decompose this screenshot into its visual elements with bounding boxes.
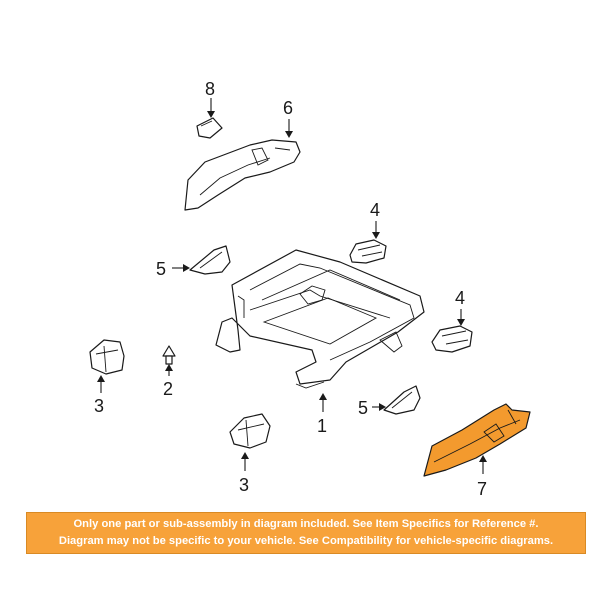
callout-2: 2 — [163, 364, 173, 399]
callout-6: 6 — [283, 98, 293, 138]
disclaimer-line-2: Diagram may not be specific to your vehi… — [58, 535, 554, 547]
disclaimer-banner: Only one part or sub-assembly in diagram… — [26, 512, 586, 554]
part-4-cover-lower — [431, 325, 473, 353]
callout-arrowhead-3b — [241, 452, 249, 459]
callout-label-7: 7 — [477, 479, 487, 499]
callout-label-5b: 5 — [358, 398, 368, 418]
callout-arrowhead-5a — [183, 264, 190, 272]
callout-label-1: 1 — [317, 416, 327, 436]
callout-arrowhead-8 — [207, 111, 215, 118]
callout-3a: 3 — [94, 375, 105, 416]
callout-arrowhead-4a — [372, 232, 380, 239]
callout-arrowhead-5b — [379, 403, 386, 411]
callout-arrowhead-1 — [319, 393, 327, 400]
callout-5b: 5 — [358, 398, 386, 418]
part-2-bolt — [162, 345, 176, 365]
callout-label-4a: 4 — [370, 200, 380, 220]
part-3-trim-center — [229, 413, 271, 449]
callout-arrowhead-3a — [97, 375, 105, 382]
callout-1: 1 — [317, 393, 327, 436]
part-5-bracket-lower — [383, 385, 421, 415]
callout-8: 8 — [205, 79, 215, 118]
callout-arrowhead-6 — [285, 131, 293, 138]
callout-label-4b: 4 — [455, 288, 465, 308]
part-5-bracket-upper — [189, 245, 231, 275]
callout-arrowhead-4b — [457, 319, 465, 326]
callout-3b: 3 — [239, 452, 249, 495]
callout-label-2: 2 — [163, 379, 173, 399]
part-6-shield — [184, 139, 301, 211]
disclaimer-line-1: Only one part or sub-assembly in diagram… — [73, 518, 539, 530]
callout-7: 7 — [477, 455, 487, 499]
callout-label-3b: 3 — [239, 475, 249, 495]
callout-4b: 4 — [455, 288, 465, 326]
part-8-cap — [196, 117, 223, 139]
callout-arrowhead-2 — [165, 364, 173, 371]
callout-label-5a: 5 — [156, 259, 166, 279]
callout-arrowhead-7 — [479, 455, 487, 462]
callout-label-6: 6 — [283, 98, 293, 118]
part-3-trim-left — [89, 339, 125, 375]
part-4-cover-upper — [349, 239, 387, 264]
callout-4a: 4 — [370, 200, 380, 239]
callout-5a: 5 — [156, 259, 190, 279]
callout-label-3a: 3 — [94, 396, 104, 416]
part-1-seat-frame — [215, 249, 425, 389]
callout-label-8: 8 — [205, 79, 215, 99]
part-7-highlighted-shield — [423, 403, 531, 477]
